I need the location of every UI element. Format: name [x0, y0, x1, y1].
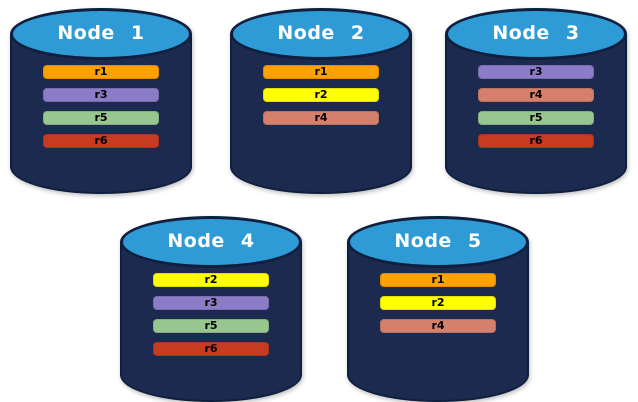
- replica-bar-r4: r4: [263, 111, 379, 125]
- node-4-label: Node 4: [167, 230, 255, 252]
- replica-bar-r6: r6: [478, 134, 594, 148]
- node-3-cylinder-top: Node 3: [445, 8, 627, 60]
- replica-bar-r3: r3: [153, 296, 269, 310]
- replica-bar-r2: r2: [380, 296, 496, 310]
- replica-list: r1 r2 r4: [380, 273, 496, 333]
- node-4-cylinder-top: Node 4: [120, 216, 302, 268]
- replica-bar-r5: r5: [43, 111, 159, 125]
- node-5-label: Node 5: [394, 230, 482, 252]
- replica-bar-r1: r1: [43, 65, 159, 79]
- replica-bar-r3: r3: [478, 65, 594, 79]
- replica-bar-r5: r5: [153, 319, 269, 333]
- replica-list: r3 r4 r5 r6: [478, 65, 594, 148]
- replica-bar-r2: r2: [263, 88, 379, 102]
- node-1-cylinder: Node 1 r1 r3 r5 r6: [10, 8, 192, 194]
- node-5-cylinder-top: Node 5: [347, 216, 529, 268]
- replica-list: r1 r2 r4: [263, 65, 379, 125]
- node-4-cylinder: Node 4 r2 r3 r5 r6: [120, 216, 302, 402]
- replica-bar-r2: r2: [153, 273, 269, 287]
- replica-bar-r6: r6: [43, 134, 159, 148]
- node-2-cylinder-top: Node 2: [230, 8, 412, 60]
- replica-bar-r4: r4: [380, 319, 496, 333]
- node-2-cylinder: Node 2 r1 r2 r4: [230, 8, 412, 194]
- replica-bar-r6: r6: [153, 342, 269, 356]
- node-5-cylinder: Node 5 r1 r2 r4: [347, 216, 529, 402]
- replica-bar-r4: r4: [478, 88, 594, 102]
- node-3-label: Node 3: [492, 22, 580, 44]
- replica-bar-r5: r5: [478, 111, 594, 125]
- replica-list: r2 r3 r5 r6: [153, 273, 269, 356]
- replica-bar-r3: r3: [43, 88, 159, 102]
- replica-bar-r1: r1: [263, 65, 379, 79]
- node-2-label: Node 2: [277, 22, 365, 44]
- replica-bar-r1: r1: [380, 273, 496, 287]
- node-1-label: Node 1: [57, 22, 145, 44]
- node-3-cylinder: Node 3 r3 r4 r5 r6: [445, 8, 627, 194]
- replica-list: r1 r3 r5 r6: [43, 65, 159, 148]
- node-1-cylinder-top: Node 1: [10, 8, 192, 60]
